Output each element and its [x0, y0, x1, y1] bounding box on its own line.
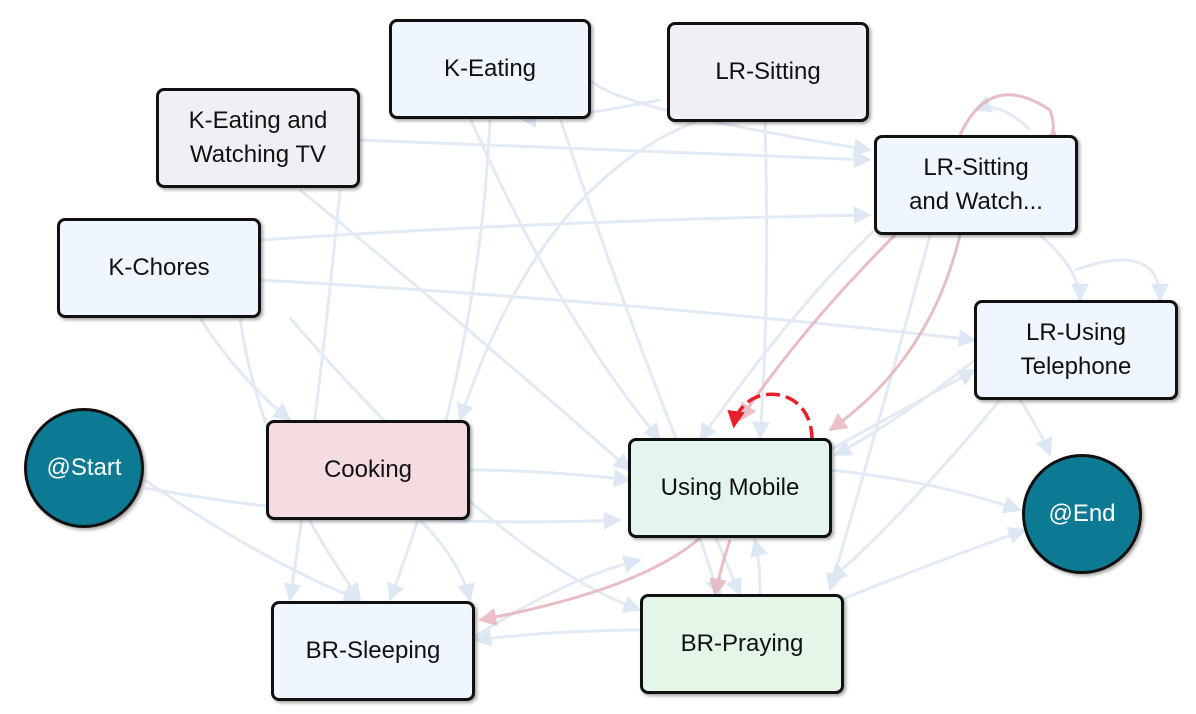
node-using-mobile[interactable]: Using Mobile	[628, 438, 832, 538]
edge	[825, 234, 932, 592]
node-k-chores[interactable]: K-Chores	[57, 218, 261, 318]
node-lr-sitting-and-watching[interactable]: LR-Sitting and Watch...	[874, 135, 1078, 235]
edge	[473, 628, 641, 648]
edge	[1039, 233, 1089, 302]
edge-highlight	[958, 93, 1057, 149]
node-label: LR-Sitting and Watch...	[909, 154, 1043, 215]
edge	[359, 138, 872, 169]
node-end[interactable]: @End	[1022, 454, 1142, 574]
edge	[456, 118, 701, 422]
node-k-eating-watching-tv[interactable]: K-Eating and Watching TV	[156, 88, 360, 188]
edge	[299, 188, 632, 472]
node-cooking[interactable]: Cooking	[266, 420, 470, 520]
edge	[418, 518, 475, 602]
node-lr-sitting[interactable]: LR-Sitting	[667, 22, 869, 122]
edge	[1074, 258, 1169, 302]
edge	[828, 399, 1002, 582]
edge	[698, 223, 882, 442]
edge-highlight	[828, 234, 962, 432]
edge	[829, 368, 977, 452]
edge	[468, 117, 662, 442]
edge	[833, 358, 976, 457]
edge	[839, 526, 1027, 602]
self-loop-using-mobile	[727, 392, 814, 441]
edge	[259, 278, 977, 348]
node-br-sleeping[interactable]: BR-Sleeping	[271, 601, 475, 701]
node-label: K-Chores	[108, 254, 210, 281]
node-start[interactable]: @Start	[24, 408, 144, 528]
edge	[288, 317, 642, 614]
node-label: K-Eating	[443, 55, 537, 82]
node-label: BR-Praying	[680, 630, 804, 657]
edge-highlight	[478, 536, 701, 626]
edge	[469, 555, 642, 642]
edge	[387, 117, 492, 602]
node-lr-using-telephone[interactable]: LR-Using Telephone	[974, 300, 1178, 400]
node-br-praying[interactable]: BR-Praying	[640, 594, 844, 694]
edge	[973, 95, 1032, 132]
edge	[469, 468, 632, 488]
node-label: Cooking	[323, 456, 413, 483]
edge-highlight	[709, 539, 732, 597]
node-label: LR-Using Telephone	[1020, 319, 1132, 380]
edge	[750, 538, 768, 596]
edge	[283, 189, 342, 602]
edge	[198, 317, 292, 422]
node-label: K-Eating and Watching TV	[188, 107, 328, 168]
edge	[752, 119, 771, 440]
node-label: @Start	[46, 454, 122, 481]
node-label: @End	[1048, 500, 1116, 527]
edge	[259, 206, 872, 242]
node-label: Using Mobile	[660, 474, 800, 501]
edge	[144, 478, 362, 603]
edge	[1018, 399, 1053, 457]
node-k-eating[interactable]: K-Eating	[389, 19, 591, 119]
node-label: BR-Sleeping	[305, 637, 441, 664]
node-label: LR-Sitting	[715, 58, 821, 85]
